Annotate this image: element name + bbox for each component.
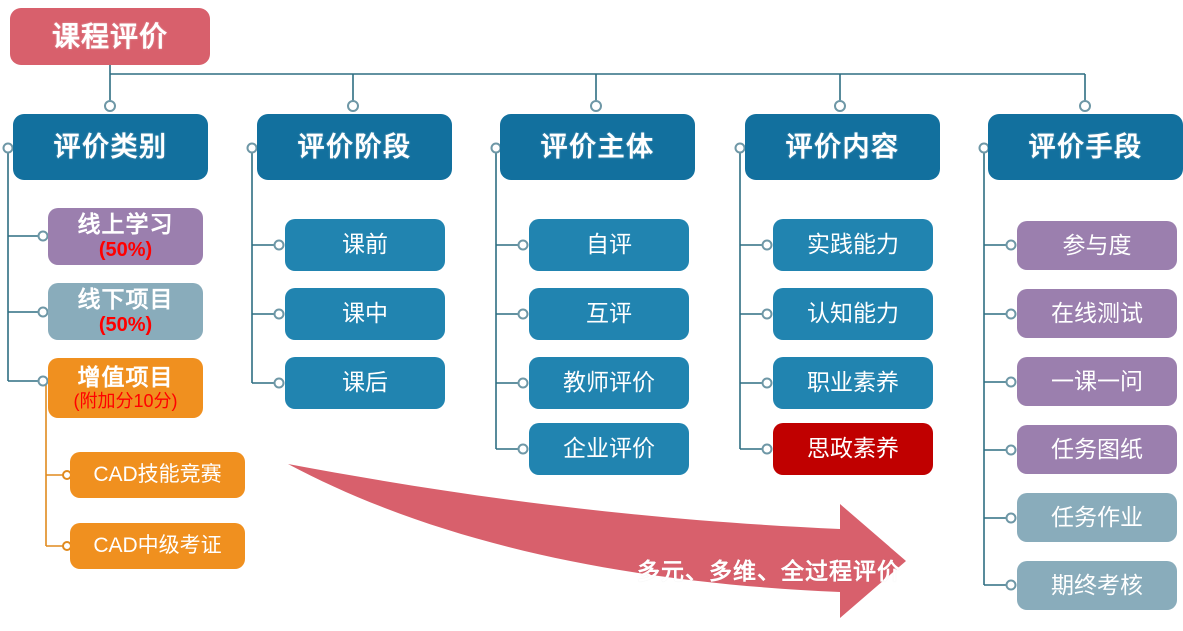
node-label: 线上学习 bbox=[77, 210, 174, 237]
node-label: CAD技能竞赛 bbox=[93, 463, 222, 487]
node-label: 任务图纸 bbox=[1051, 435, 1143, 462]
root-label: 课程评价 bbox=[51, 20, 168, 52]
node-label: 课前 bbox=[342, 231, 388, 258]
node-cad-intermediate-cert[interactable]: CAD中级考证 bbox=[70, 523, 245, 569]
node-during-class[interactable]: 课中 bbox=[285, 288, 445, 340]
column-header-2[interactable]: 评价主体 bbox=[500, 114, 695, 180]
node-self-evaluation[interactable]: 自评 bbox=[529, 219, 689, 271]
node-label: 课后 bbox=[342, 369, 388, 396]
node-note: (附加分10分) bbox=[73, 390, 178, 411]
node-online-learning[interactable]: 线上学习 (50%) bbox=[48, 208, 203, 265]
node-peer-evaluation[interactable]: 互评 bbox=[529, 288, 689, 340]
node-note: (50%) bbox=[98, 238, 153, 261]
node-practical-ability[interactable]: 实践能力 bbox=[773, 219, 933, 271]
column-header-1[interactable]: 评价阶段 bbox=[257, 114, 452, 180]
node-label: CAD中级考证 bbox=[93, 534, 222, 558]
column-header-4[interactable]: 评价手段 bbox=[988, 114, 1183, 180]
node-ideological-quality[interactable]: 思政素养 bbox=[773, 423, 933, 475]
node-note: (50%) bbox=[98, 313, 153, 336]
column-header-label: 评价阶段 bbox=[297, 131, 412, 162]
column-header-0[interactable]: 评价类别 bbox=[13, 114, 208, 180]
column-header-label: 评价手段 bbox=[1028, 131, 1143, 162]
node-task-assignment[interactable]: 任务作业 bbox=[1017, 493, 1177, 542]
node-label: 企业评价 bbox=[563, 435, 655, 462]
node-label: 在线测试 bbox=[1051, 299, 1143, 326]
node-cad-skill-contest[interactable]: CAD技能竞赛 bbox=[70, 452, 245, 498]
node-label: 教师评价 bbox=[563, 369, 655, 396]
node-label: 自评 bbox=[586, 231, 632, 258]
root-node[interactable]: 课程评价 bbox=[10, 8, 210, 65]
node-cognitive-ability[interactable]: 认知能力 bbox=[773, 288, 933, 340]
node-after-class[interactable]: 课后 bbox=[285, 357, 445, 409]
node-participation[interactable]: 参与度 bbox=[1017, 221, 1177, 270]
arrow-label: 多元、多维、全过程评价 bbox=[637, 558, 901, 584]
column-header-label: 评价主体 bbox=[540, 131, 655, 162]
node-label: 互评 bbox=[586, 300, 632, 327]
node-label: 增值项目 bbox=[77, 364, 174, 391]
node-online-test[interactable]: 在线测试 bbox=[1017, 289, 1177, 338]
node-one-question-per-lesson[interactable]: 一课一问 bbox=[1017, 357, 1177, 406]
node-final-assessment[interactable]: 期终考核 bbox=[1017, 561, 1177, 610]
column-header-label: 评价内容 bbox=[785, 131, 900, 162]
node-label: 实践能力 bbox=[807, 231, 899, 258]
node-label: 职业素养 bbox=[807, 369, 899, 396]
node-task-drawing[interactable]: 任务图纸 bbox=[1017, 425, 1177, 474]
node-label: 课中 bbox=[342, 300, 388, 327]
node-before-class[interactable]: 课前 bbox=[285, 219, 445, 271]
node-label: 任务作业 bbox=[1051, 503, 1143, 530]
node-professional-quality[interactable]: 职业素养 bbox=[773, 357, 933, 409]
column-header-3[interactable]: 评价内容 bbox=[745, 114, 940, 180]
node-label: 期终考核 bbox=[1051, 571, 1143, 598]
node-label: 思政素养 bbox=[807, 435, 899, 462]
node-label: 一课一问 bbox=[1051, 367, 1143, 394]
node-label: 参与度 bbox=[1062, 231, 1132, 258]
node-teacher-evaluation[interactable]: 教师评价 bbox=[529, 357, 689, 409]
column-header-label: 评价类别 bbox=[53, 131, 168, 162]
node-label: 认知能力 bbox=[807, 300, 899, 327]
node-value-added-project[interactable]: 增值项目 (附加分10分) bbox=[48, 358, 203, 418]
node-enterprise-evaluation[interactable]: 企业评价 bbox=[529, 423, 689, 475]
node-label: 线下项目 bbox=[77, 285, 174, 312]
node-offline-project[interactable]: 线下项目 (50%) bbox=[48, 283, 203, 340]
